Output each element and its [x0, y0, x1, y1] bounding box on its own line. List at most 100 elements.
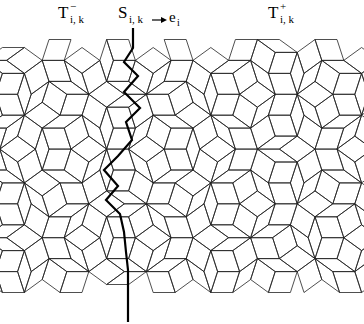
- rhombus-tile: [164, 238, 193, 259]
- rhombus-tile: [129, 238, 154, 272]
- rhombus-tile: [42, 217, 71, 238]
- rhombus-tile: [204, 73, 218, 115]
- rhombus-tile: [42, 149, 71, 170]
- rhombus-tile: [268, 272, 297, 293]
- rhombus-tile: [337, 115, 362, 149]
- rhombus-tile: [268, 115, 297, 136]
- rhombus-tile: [315, 259, 340, 293]
- rhombus-tile: [146, 60, 171, 94]
- rhombus-tile: [268, 94, 297, 115]
- rhombus-tile: [333, 73, 362, 94]
- rhombus-tile: [186, 183, 211, 217]
- rhombus-tile: [315, 94, 340, 128]
- rhombus-tile: [355, 204, 364, 238]
- rhombus-tile: [297, 81, 333, 107]
- rhombus-tile: [297, 259, 322, 293]
- rhombus-tile: [211, 60, 251, 73]
- rhombus-tile: [0, 94, 2, 128]
- rhombus-tile: [42, 128, 71, 149]
- rhombus-tile: [251, 204, 276, 238]
- rhombus-tile: [257, 149, 297, 162]
- rhombus-tile: [322, 60, 362, 73]
- rhombus-tile: [64, 225, 100, 251]
- rhombus-tile: [18, 183, 32, 225]
- rhombus-tile: [146, 94, 175, 115]
- rhombus-tile: [279, 246, 315, 272]
- rhombus-tile: [135, 48, 171, 74]
- rhombus-tile: [146, 272, 175, 293]
- rhombus-tile: [297, 170, 322, 204]
- rhombus-tile: [315, 60, 340, 94]
- rhombus-tile: [257, 259, 297, 272]
- rhombus-tile: [24, 204, 49, 238]
- rhombus-tile: [344, 225, 364, 251]
- rhombus-tile: [64, 149, 89, 183]
- rhombus-tile: [42, 238, 71, 259]
- rhombus-tile: [164, 40, 193, 61]
- math-label: S: [118, 4, 127, 21]
- rhombus-tile: [355, 73, 364, 115]
- rhombus-tile: [64, 238, 89, 272]
- rhombus-tile: [251, 259, 276, 293]
- rhombus-tile: [49, 204, 89, 217]
- rhombus-tile: [240, 191, 276, 217]
- rhombus-tile: [251, 94, 276, 128]
- math-label: −: [70, 1, 76, 12]
- rhombus-tile: [322, 170, 362, 183]
- rhombus-tile: [82, 170, 107, 204]
- rhombus-tile: [42, 60, 71, 81]
- rhombus-tile: [355, 183, 364, 217]
- rhombus-tile: [211, 149, 236, 183]
- rhombus-tiling: [0, 40, 364, 293]
- rhombus-tile: [204, 183, 218, 225]
- rhombus-tile: [322, 115, 362, 128]
- rhombus-tile: [233, 259, 258, 293]
- rhombus-tile: [233, 94, 258, 128]
- rhombus-tile: [82, 149, 107, 183]
- rhombus-tile: [146, 183, 175, 204]
- rhombus-tile: [233, 170, 258, 204]
- rhombus-tile: [82, 238, 107, 272]
- math-label: i: [177, 18, 180, 28]
- rhombus-tile: [297, 40, 322, 74]
- rhombus-tile: [211, 115, 236, 149]
- rhombus-tile: [42, 259, 67, 293]
- rhombus-tile: [24, 259, 49, 293]
- rhombus-tile: [290, 94, 304, 136]
- rhombus-tile: [153, 170, 193, 183]
- rhombus-tile: [0, 259, 2, 293]
- rhombus-tile: [0, 60, 24, 73]
- rhombus-tile: [193, 225, 229, 251]
- rhombus-tile: [107, 272, 147, 285]
- rhombus-tile: [0, 238, 2, 272]
- rhombus-tile: [257, 40, 297, 53]
- math-label: T: [268, 4, 278, 21]
- rhombus-tile: [268, 162, 297, 183]
- rhombus-tile: [315, 217, 344, 238]
- rhombus-tile: [146, 204, 186, 217]
- rhombus-tile: [211, 272, 240, 293]
- rhombus-tile: [49, 259, 89, 272]
- rhombus-tile: [0, 170, 2, 204]
- rhombus-tile: [229, 40, 258, 61]
- math-label: +: [280, 1, 286, 12]
- rhombus-tile: [18, 251, 32, 293]
- rhombus-tile: [42, 81, 67, 115]
- rhombus-tile: [107, 94, 147, 107]
- rhombus-tile: [107, 170, 136, 191]
- rhombus-tile: [233, 238, 258, 272]
- rhombus-tile: [268, 52, 297, 73]
- rhombus-tile: [0, 115, 24, 149]
- rhombus-tile: [186, 60, 211, 94]
- math-label: i, k: [129, 14, 143, 25]
- rhombus-tile: [164, 60, 193, 81]
- rhombus-tile: [193, 48, 229, 74]
- rhombus-tile: [186, 238, 211, 272]
- rhombus-tile: [355, 115, 364, 149]
- rhombus-tile: [279, 136, 315, 162]
- rhombus-tile: [82, 60, 107, 94]
- rhombus-tile: [0, 149, 24, 183]
- rhombus-tile: [7, 225, 43, 251]
- rhombus-tile: [273, 225, 298, 259]
